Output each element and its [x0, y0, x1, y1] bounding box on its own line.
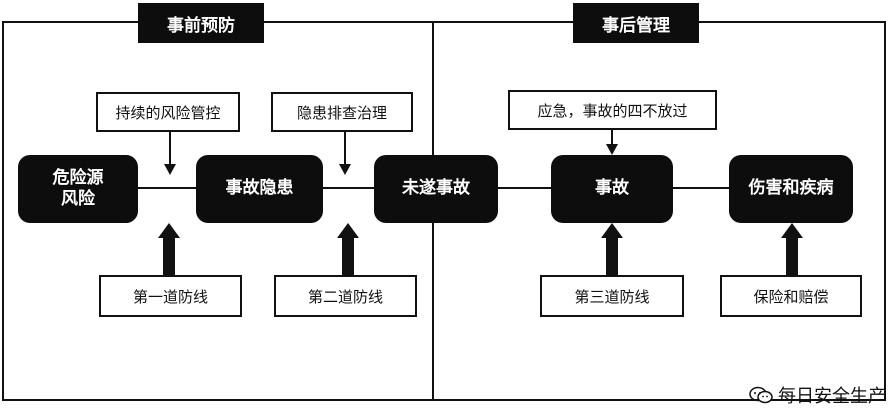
insurance-box: 保险和赔偿: [720, 275, 862, 317]
third-defense-box: 第三道防线: [540, 275, 684, 317]
emergency-box: 应急，事故的四不放过: [508, 90, 717, 130]
near-miss-node: 未遂事故: [374, 155, 498, 223]
first-defense-box: 第一道防线: [99, 275, 242, 317]
arrow-third-defense-shaft: [606, 237, 618, 275]
injury-disease-node: 伤害和疾病: [729, 155, 853, 223]
watermark-text: 每日安全生产: [778, 386, 886, 407]
arrow-hazard-inspection-head: [339, 164, 351, 175]
risk-control-box: 持续的风险管控: [96, 92, 240, 132]
arrow-insurance-shaft: [786, 237, 798, 275]
accident-hazard-node: 事故隐患: [196, 155, 323, 223]
second-defense-box: 第二道防线: [274, 275, 417, 317]
wechat-icon: [749, 386, 773, 404]
pre-section-header: 事前预防: [138, 3, 264, 43]
arrow-second-defense-head: [337, 223, 359, 238]
arrow-emergency-head: [606, 144, 618, 155]
arrow-second-defense-shaft: [342, 237, 354, 275]
arrow-third-defense-head: [601, 223, 623, 238]
arrow-risk-control-head: [164, 164, 176, 175]
arrow-first-defense-shaft: [163, 237, 175, 275]
arrow-insurance-head: [781, 223, 803, 238]
hazard-inspection-box: 隐患排查治理: [271, 92, 413, 132]
accident-node: 事故: [551, 155, 673, 223]
watermark: 每日安全生产: [748, 382, 886, 408]
hazard-source-node: 危险源 风险: [18, 155, 138, 223]
arrow-first-defense-head: [158, 223, 180, 238]
post-section-header: 事后管理: [573, 3, 699, 43]
